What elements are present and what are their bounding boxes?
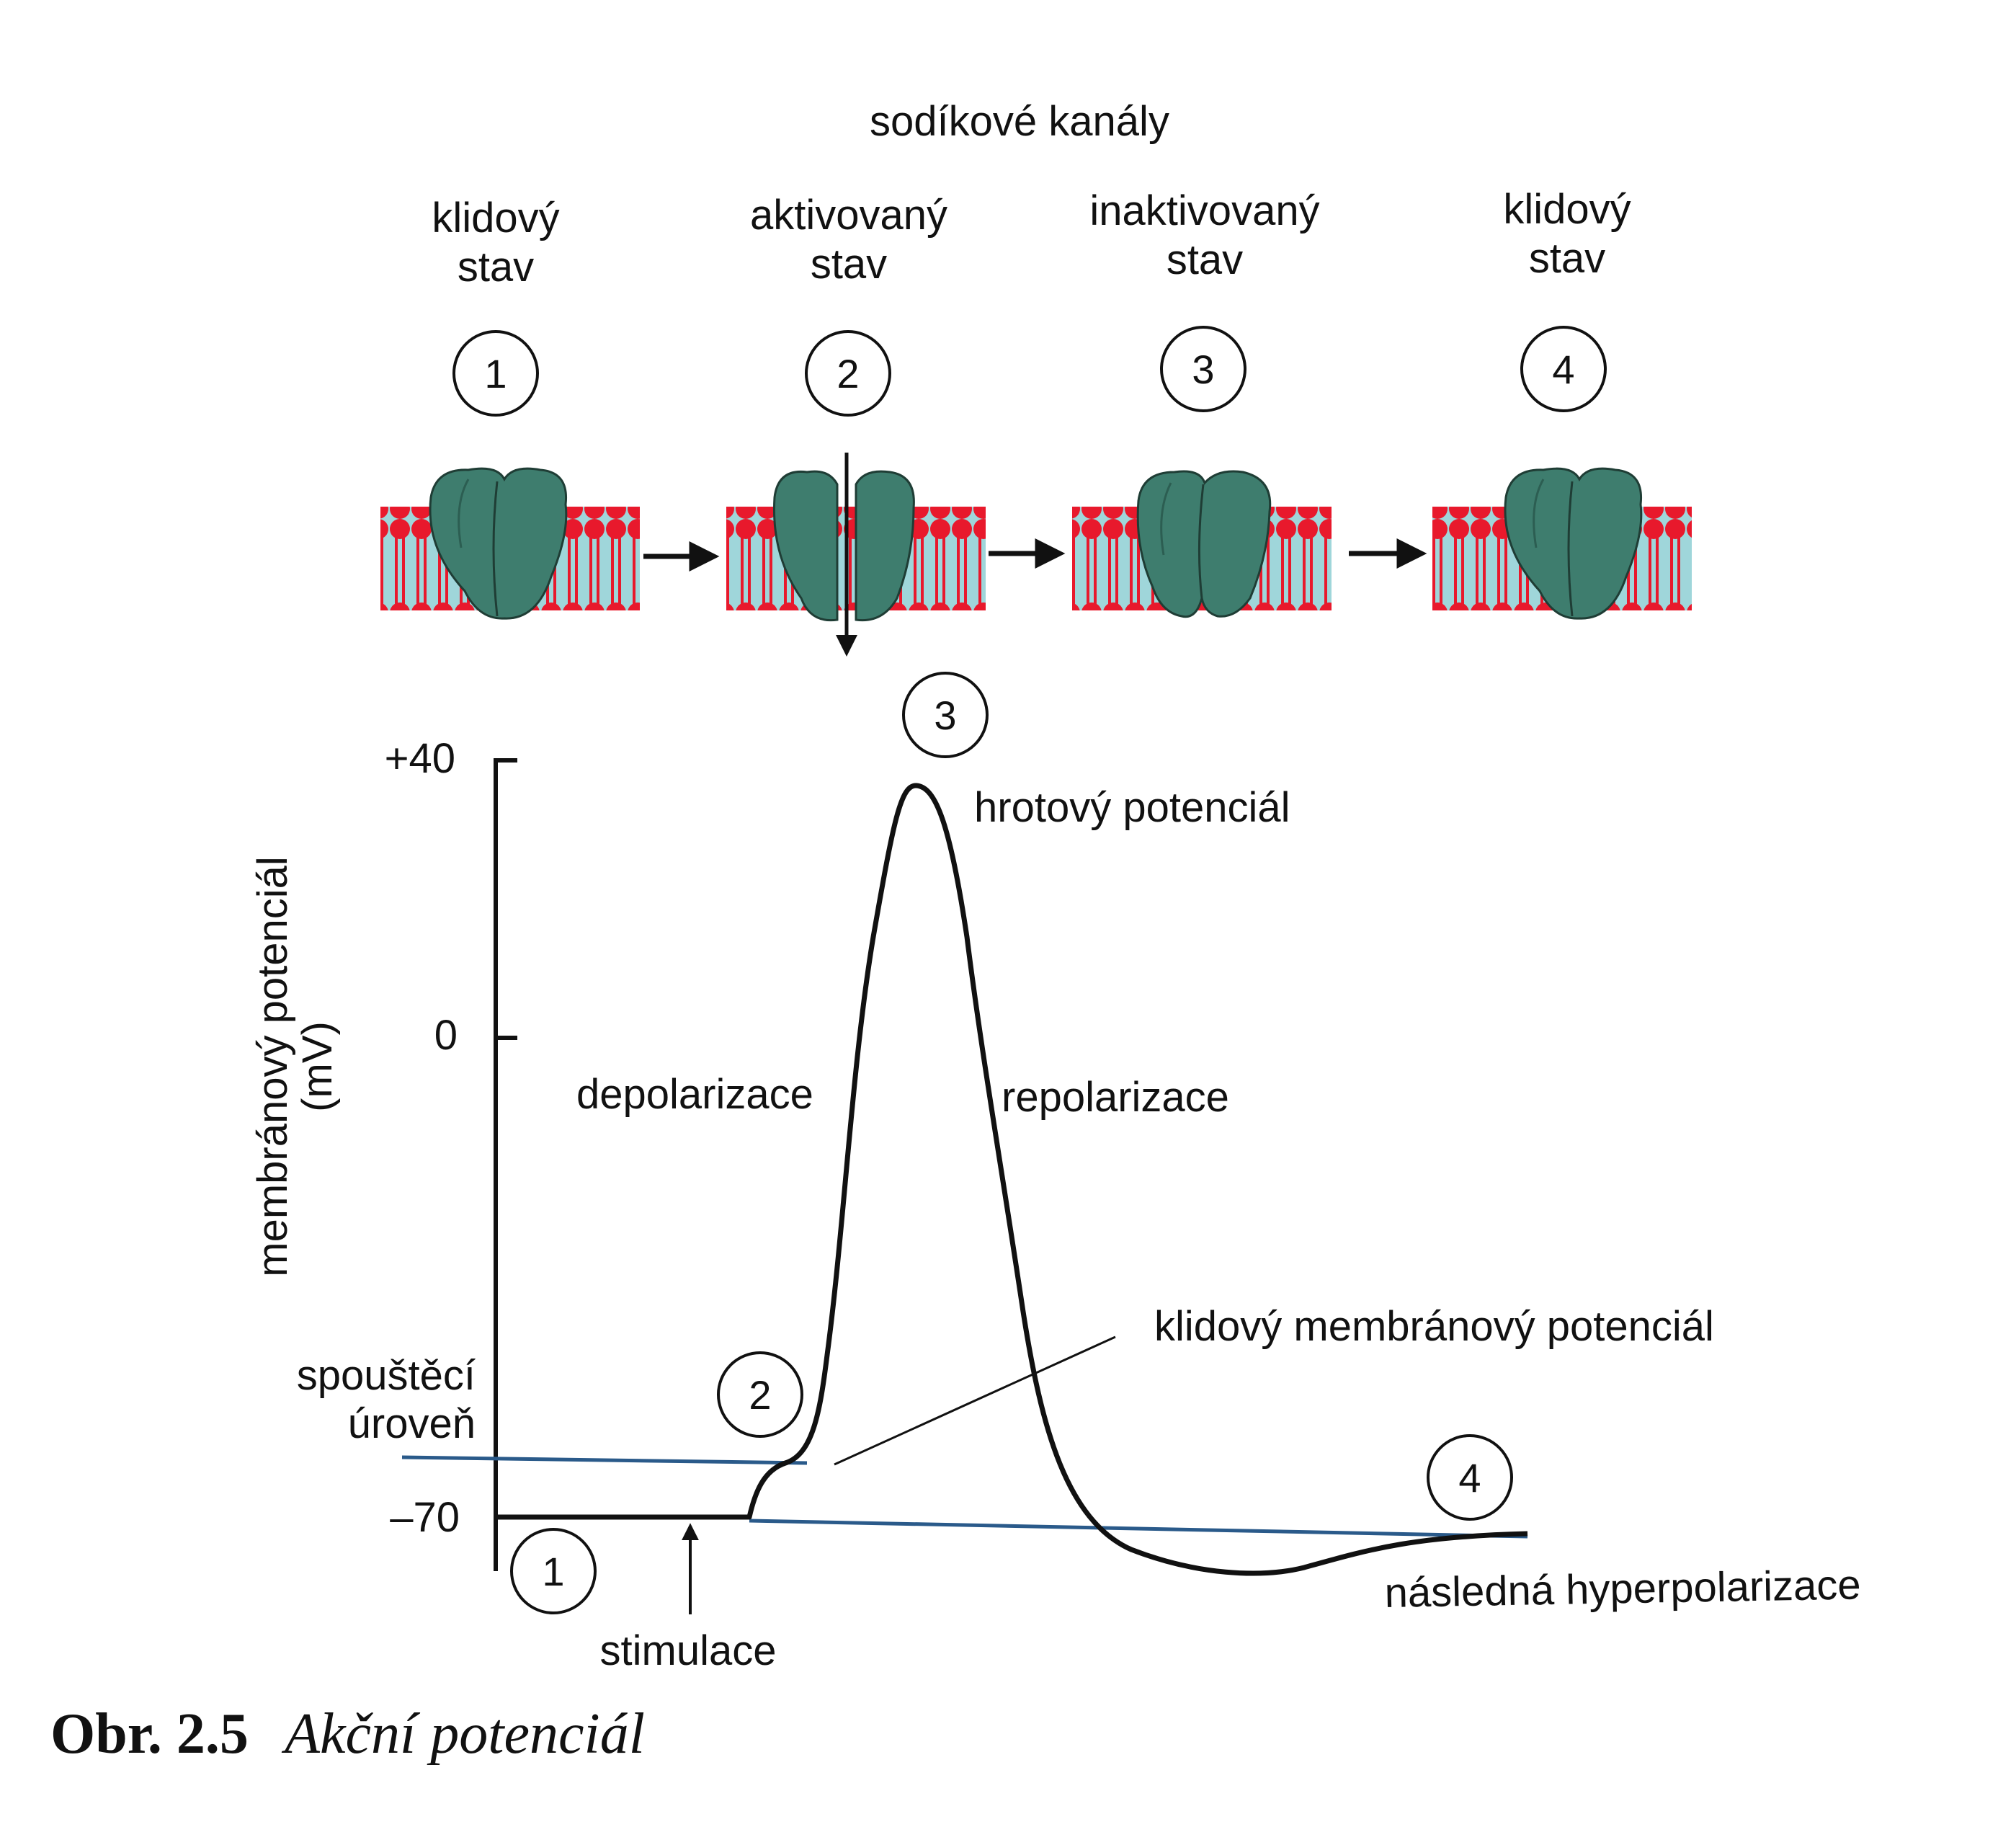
state-2-number-text: 2 [837, 351, 859, 396]
y-axis-label-line1: membránový potenciál [249, 856, 296, 1277]
y-axis-label-line2: (mV) [294, 1021, 341, 1112]
state-1-line1: klidový [432, 195, 559, 241]
state-4-line2: stav [1529, 235, 1605, 282]
graph-marker-3: 3 [902, 672, 989, 758]
state-1-label: klidový stav [432, 195, 559, 290]
hyperpolarization-label: následná hyperpolarizace [1384, 1561, 1861, 1617]
channels-title: sodíkové kanály [870, 98, 1169, 145]
depolarization-label: depolarizace [576, 1071, 813, 1118]
threshold-label-line2: úroveň [348, 1400, 476, 1447]
state-3-line1: inaktivovaný [1089, 187, 1319, 234]
state-2-number: 2 [805, 330, 891, 417]
tick-zero: 0 [434, 1012, 458, 1059]
state-2-label: aktivovaný stav [750, 192, 947, 288]
resting-potential-label: klidový membránový potenciál [1154, 1303, 1714, 1350]
graph-marker-1-text: 1 [542, 1549, 564, 1594]
resting-potential-line [749, 1519, 1528, 1539]
y-axis-label: membránový potenciál (mV) [249, 856, 341, 1277]
figure-number: Obr. 2.5 [50, 1702, 249, 1766]
state-2-line1: aktivovaný [750, 192, 947, 239]
graph-marker-4: 4 [1427, 1434, 1513, 1521]
threshold-label-line1: spouštěcí [297, 1352, 476, 1399]
state-1-number: 1 [452, 330, 539, 417]
repolarization-label: repolarizace [1002, 1074, 1229, 1121]
sodium-channel-3 [1136, 470, 1272, 618]
graph-marker-4-text: 4 [1458, 1455, 1481, 1501]
sodium-channel-1 [429, 467, 568, 620]
sodium-channel-4 [1504, 467, 1643, 620]
tick-plus40: +40 [385, 735, 455, 782]
state-1-line2: stav [458, 244, 534, 290]
state-3-number: 3 [1160, 326, 1246, 412]
state-3-label: inaktivovaný stav [1089, 187, 1319, 283]
state-4-number-text: 4 [1552, 347, 1574, 392]
graph-marker-2: 2 [717, 1351, 803, 1438]
threshold-line [401, 1455, 808, 1465]
graph-marker-2-text: 2 [749, 1372, 771, 1418]
figure-caption: Obr. 2.5 Akční potenciál [50, 1701, 645, 1766]
sodium-channel-2 [773, 470, 915, 622]
action-potential-trace [497, 783, 1528, 1576]
tick-minus70: –70 [390, 1494, 460, 1541]
y-axis [494, 758, 517, 1571]
stimulation-label: stimulace [600, 1627, 777, 1674]
state-3-line2: stav [1167, 236, 1243, 283]
graph-marker-3-text: 3 [934, 693, 956, 738]
graph-marker-1: 1 [510, 1528, 597, 1614]
state-4-number: 4 [1520, 326, 1607, 412]
resting-potential-pointer [834, 1335, 1116, 1466]
spike-label: hrotový potenciál [974, 784, 1290, 831]
figure-title: Akční potenciál [281, 1702, 645, 1766]
state-2-line2: stav [811, 241, 887, 288]
state-3-number-text: 3 [1192, 347, 1214, 392]
state-4-line1: klidový [1503, 186, 1631, 233]
state-1-number-text: 1 [484, 351, 507, 396]
state-4-label: klidový stav [1503, 186, 1631, 282]
